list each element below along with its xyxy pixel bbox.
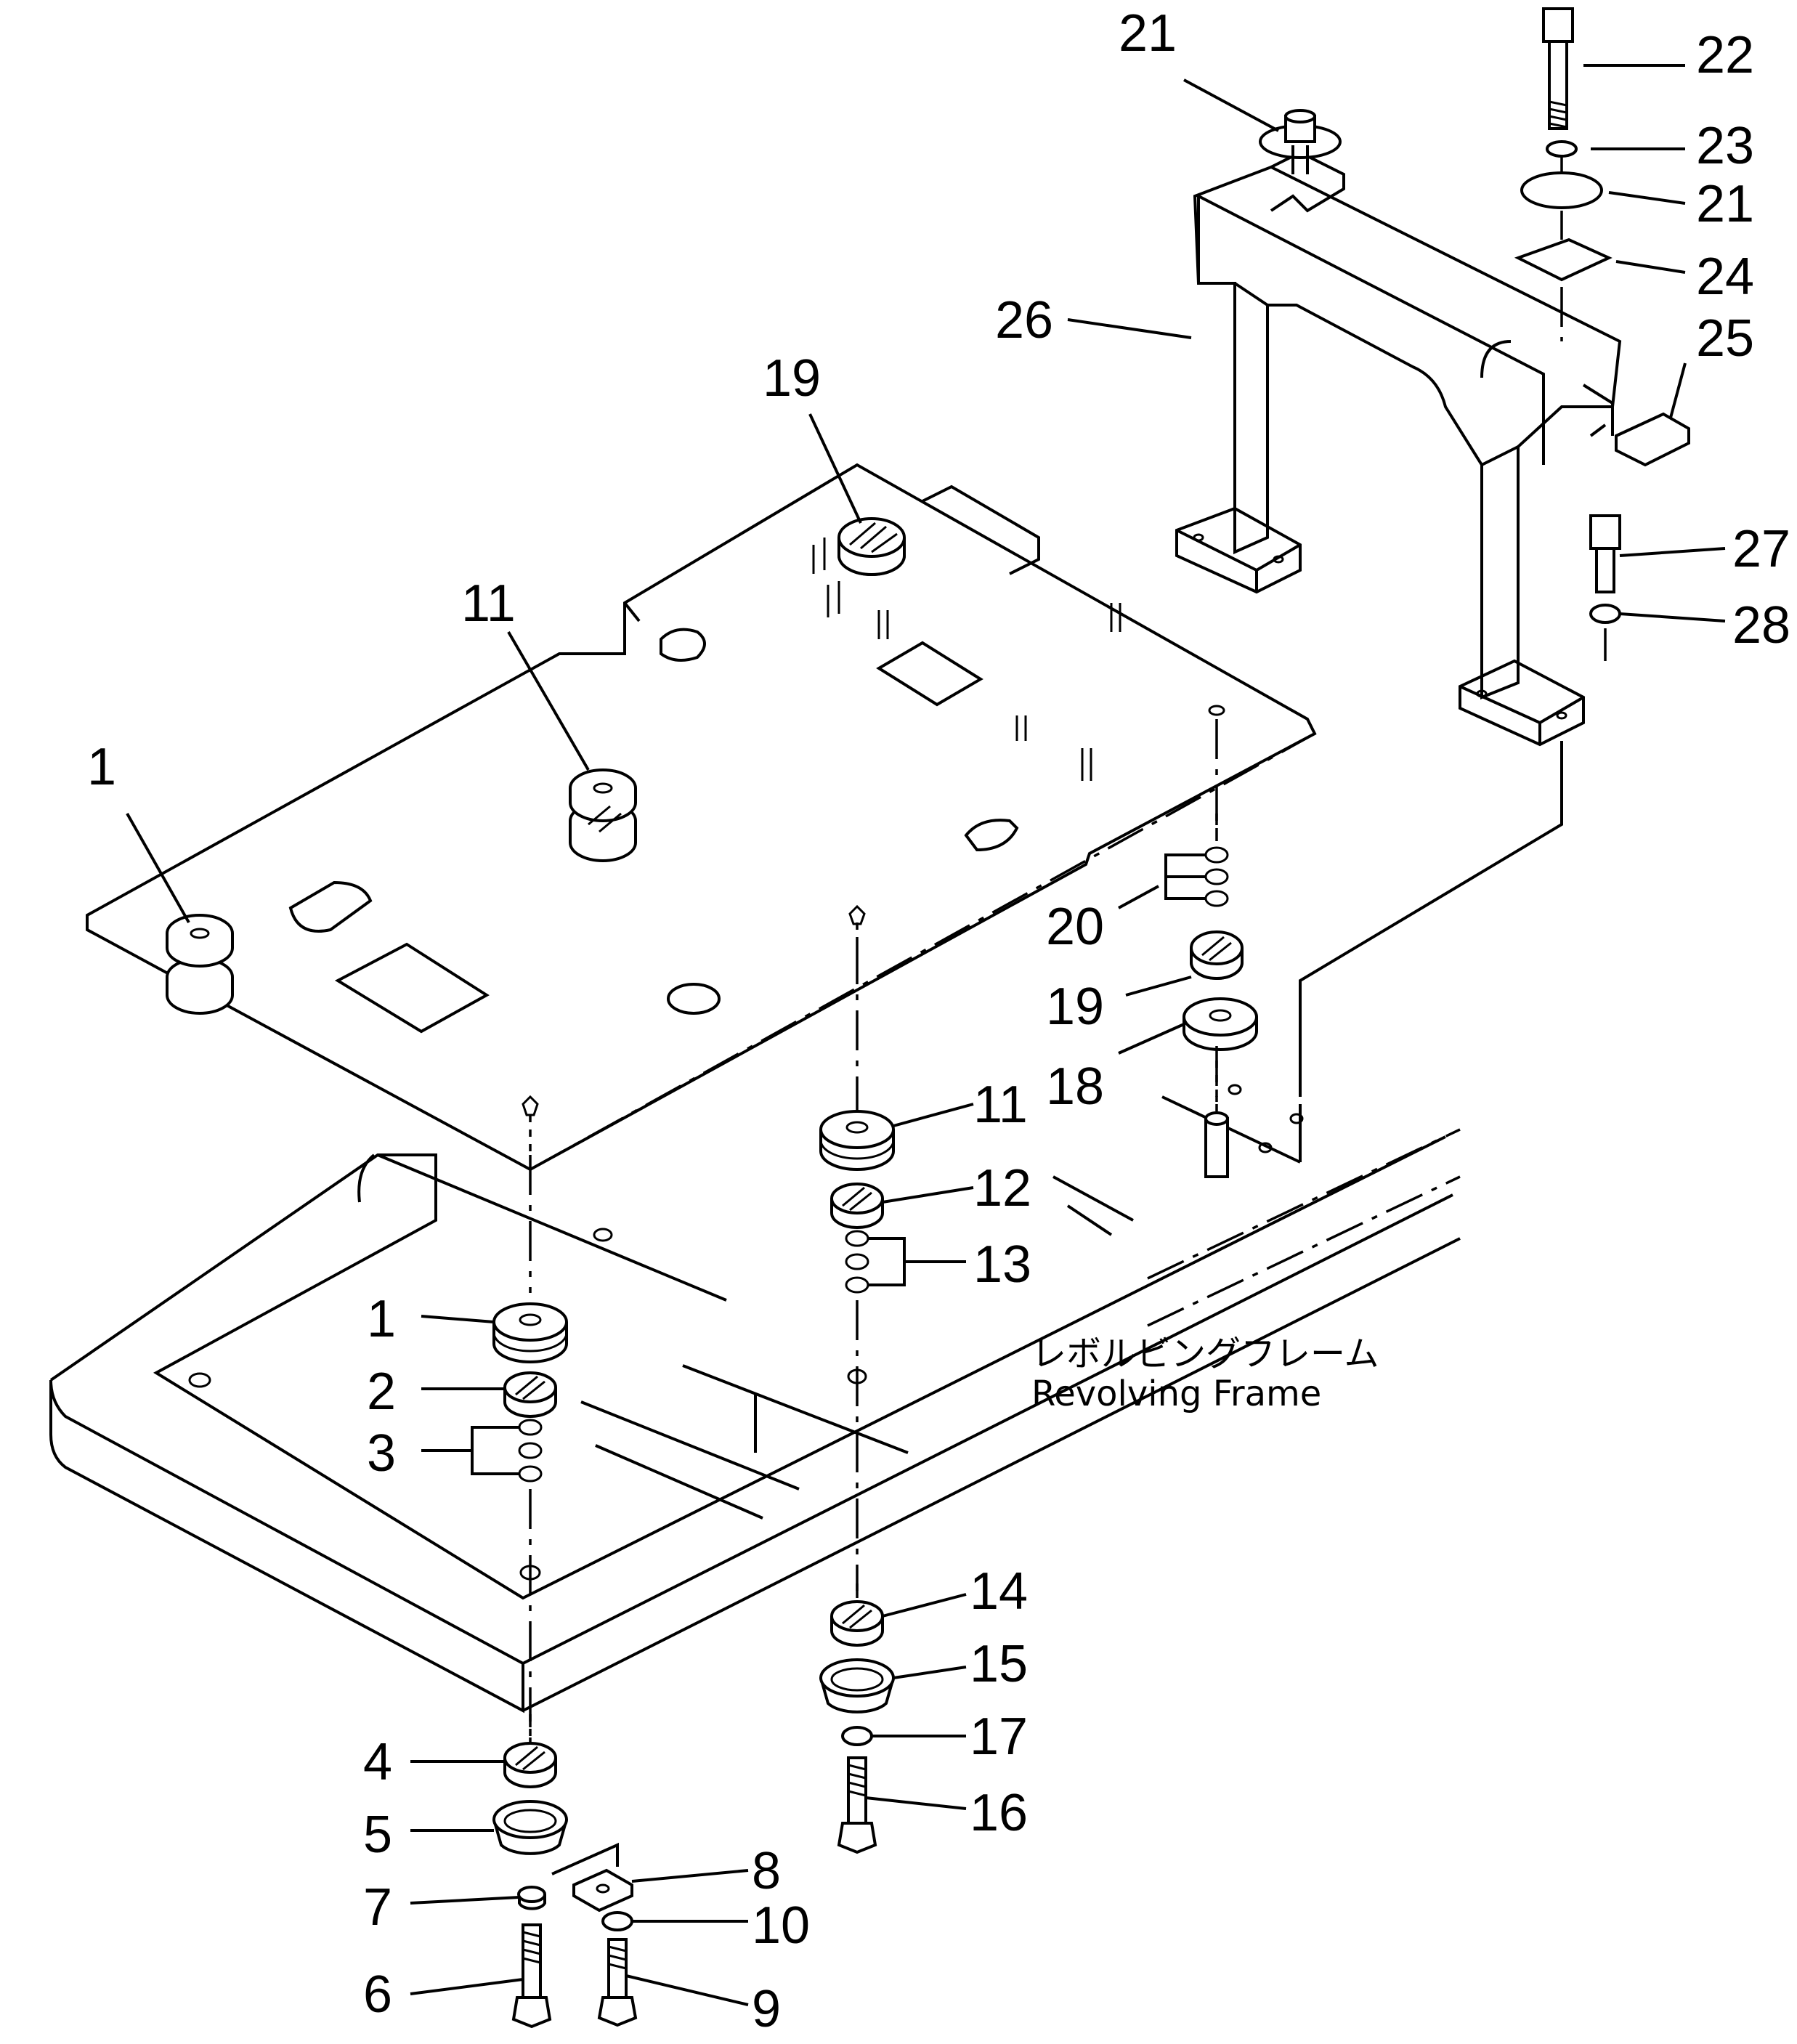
callout-c4: 4 xyxy=(363,1733,392,1791)
part-20-ring-3 xyxy=(1204,890,1229,907)
part-5-cup xyxy=(492,1800,568,1855)
callout-c5: 5 xyxy=(363,1806,392,1864)
part-23-washer xyxy=(1546,140,1578,158)
callout-c6: 6 xyxy=(363,1966,392,2024)
part-18-washer xyxy=(1183,997,1258,1051)
callout-c19b: 19 xyxy=(1046,978,1104,1036)
callout-c18: 18 xyxy=(1046,1058,1104,1116)
callout-c25: 25 xyxy=(1696,309,1754,368)
callout-c13: 13 xyxy=(973,1236,1031,1294)
part-11-mount xyxy=(819,1110,895,1171)
callout-c23: 23 xyxy=(1696,117,1754,175)
callout-c3: 3 xyxy=(367,1424,396,1483)
part-21-washer xyxy=(1520,171,1603,209)
part-4-cushion xyxy=(503,1742,557,1788)
part-22-bolt xyxy=(1542,7,1574,130)
part-20-ring-2 xyxy=(1204,868,1229,885)
part-11-mount-plate xyxy=(569,768,637,862)
callout-c10: 10 xyxy=(752,1897,810,1955)
callout-c11a: 11 xyxy=(461,575,516,633)
part-9-bolt xyxy=(597,1938,638,2027)
part-27-bolt xyxy=(1589,514,1621,593)
callout-c26: 26 xyxy=(995,291,1053,349)
part-6-bolt xyxy=(511,1923,552,2029)
callout-c9: 9 xyxy=(752,1980,781,2038)
part-19-mount-top xyxy=(837,517,906,576)
support-stand xyxy=(1175,150,1622,747)
part-1-mount-plate xyxy=(166,914,234,1015)
part-13-ring-3 xyxy=(845,1276,869,1294)
part-19-mount xyxy=(1190,930,1244,980)
part-20-ring-1 xyxy=(1204,846,1229,864)
callout-c15: 15 xyxy=(970,1635,1028,1693)
angle-bracket xyxy=(551,1842,619,1875)
callout-c7: 7 xyxy=(363,1878,392,1936)
part-10-washer xyxy=(601,1911,633,1931)
part-3-ring-3 xyxy=(518,1465,543,1483)
frame-label-japanese: レボルビングフレーム xyxy=(1031,1334,1379,1374)
callout-c8: 8 xyxy=(752,1842,781,1900)
callout-c1a: 1 xyxy=(87,738,116,796)
part-3-ring-2 xyxy=(518,1442,543,1459)
callout-numbers: 1 11 19 21 22 23 21 24 25 26 27 28 20 19… xyxy=(87,4,1790,2038)
callout-c27: 27 xyxy=(1732,520,1790,578)
callout-c21a: 21 xyxy=(1119,4,1177,62)
part-21-top-bolt xyxy=(1259,109,1342,174)
callout-c22: 22 xyxy=(1696,26,1754,84)
frame-label-english: Revolving Frame xyxy=(1031,1374,1321,1414)
callout-c21b: 21 xyxy=(1696,175,1754,233)
callout-c20: 20 xyxy=(1046,898,1104,956)
part-16-bolt xyxy=(837,1756,877,1854)
callout-c1b: 1 xyxy=(367,1290,396,1348)
part-2-cushion xyxy=(503,1371,557,1418)
callout-c16: 16 xyxy=(970,1784,1028,1842)
part-13-ring-1 xyxy=(845,1230,869,1247)
part-24-plate xyxy=(1514,238,1613,282)
callout-c17: 17 xyxy=(970,1708,1028,1766)
part-1-mount xyxy=(492,1302,568,1363)
callout-c2: 2 xyxy=(367,1363,396,1421)
part-13-ring-2 xyxy=(845,1253,869,1270)
callout-c28: 28 xyxy=(1732,596,1790,654)
callout-c14: 14 xyxy=(970,1562,1028,1621)
frame-label: レボルビングフレーム Revolving Frame xyxy=(1031,1334,1379,1414)
leader-lines xyxy=(126,64,1726,2006)
part-3-ring-1 xyxy=(518,1419,543,1436)
part-17-washer xyxy=(841,1726,873,1746)
part-28-washer xyxy=(1589,604,1621,624)
assembly-lines xyxy=(471,156,1607,1743)
part-14-cushion xyxy=(830,1600,884,1647)
floor-plate xyxy=(86,463,1317,1172)
part-8-plate xyxy=(572,1868,633,1913)
callout-c12: 12 xyxy=(973,1159,1031,1217)
part-stud xyxy=(1204,1111,1229,1178)
part-7-collar xyxy=(517,1886,546,1910)
callout-c24: 24 xyxy=(1696,248,1754,306)
callout-c11b: 11 xyxy=(973,1076,1028,1134)
callout-c19a: 19 xyxy=(763,349,821,407)
part-15-cup xyxy=(819,1658,895,1714)
part-25-clip xyxy=(1615,412,1690,467)
part-12-cushion xyxy=(830,1183,884,1229)
